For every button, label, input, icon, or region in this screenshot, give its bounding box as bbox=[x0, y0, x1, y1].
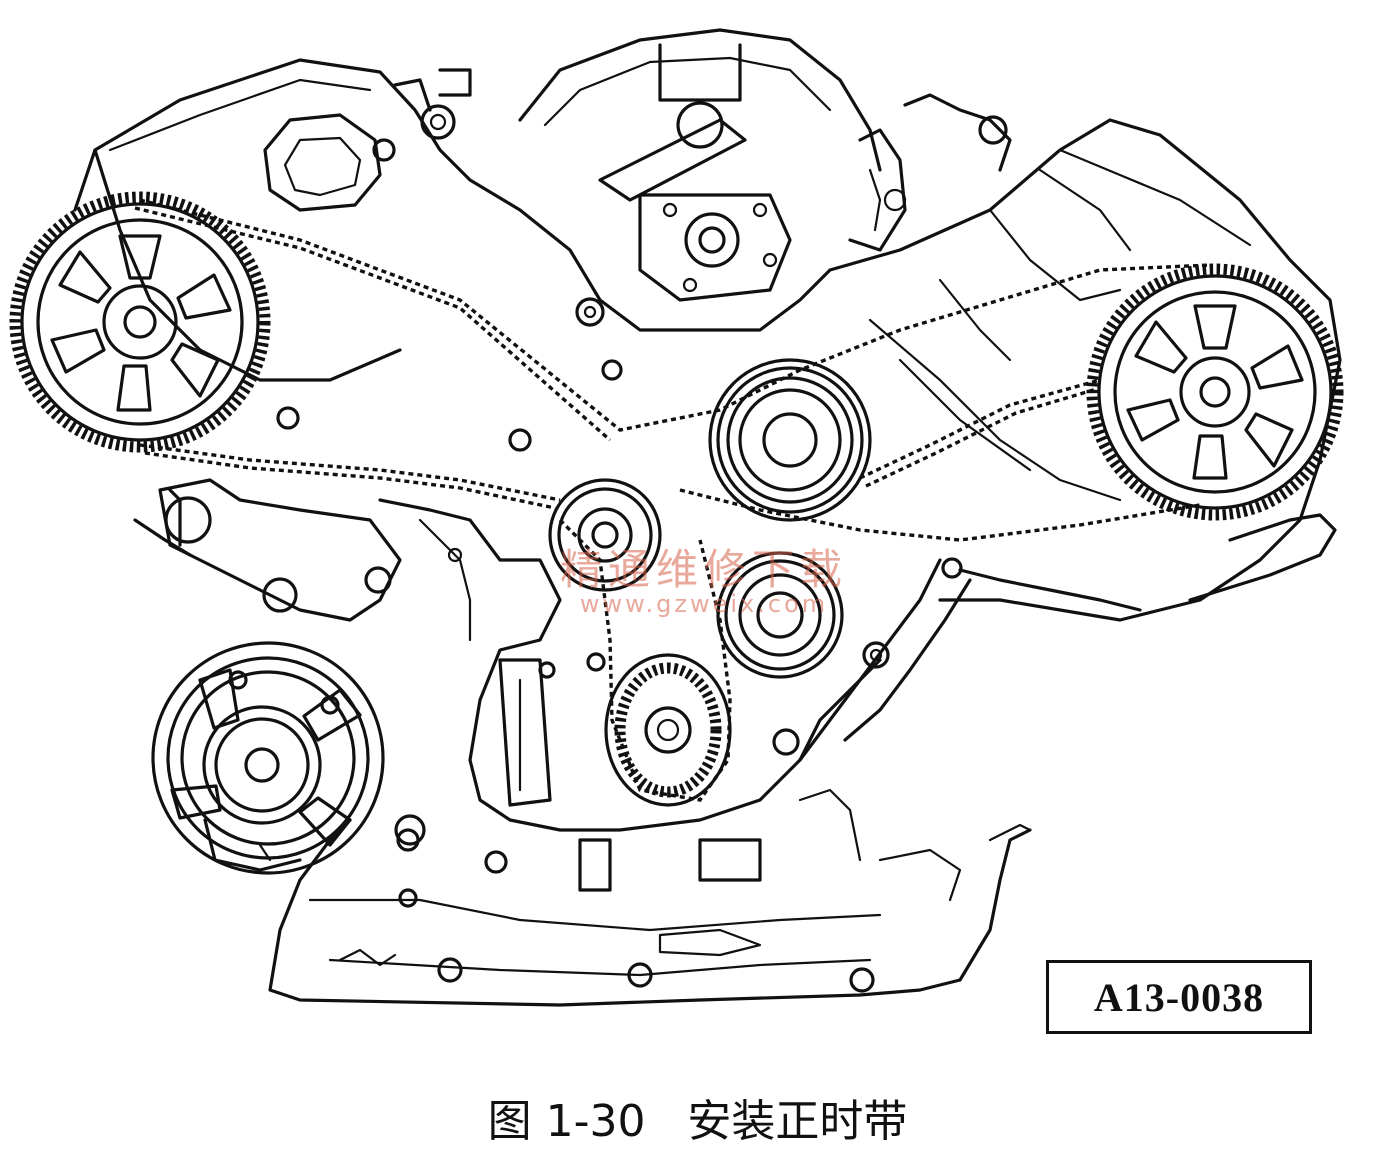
crankshaft-sprocket bbox=[604, 653, 732, 807]
watermark-text: 精通维修下载 bbox=[559, 545, 848, 594]
figure-code-box: A13-0038 bbox=[1046, 960, 1312, 1034]
right-camshaft-sprocket bbox=[1086, 263, 1344, 521]
lower-idler-roller bbox=[716, 551, 844, 679]
left-camshaft-sprocket bbox=[9, 191, 271, 453]
vibration-damper-pulley bbox=[151, 641, 385, 875]
figure-code: A13-0038 bbox=[1093, 974, 1265, 1020]
tensioner-roller bbox=[708, 358, 872, 522]
engine-block-outline bbox=[73, 28, 1342, 1007]
upper-idler-roller bbox=[548, 478, 662, 592]
watermark-url: www.gzweix.com bbox=[579, 590, 829, 619]
figure-caption: 图 1-30 安装正时带 bbox=[487, 1096, 908, 1147]
watermark: 精通维修下载 www.gzweix.com bbox=[524, 545, 884, 619]
mounting-bolts bbox=[276, 138, 963, 679]
